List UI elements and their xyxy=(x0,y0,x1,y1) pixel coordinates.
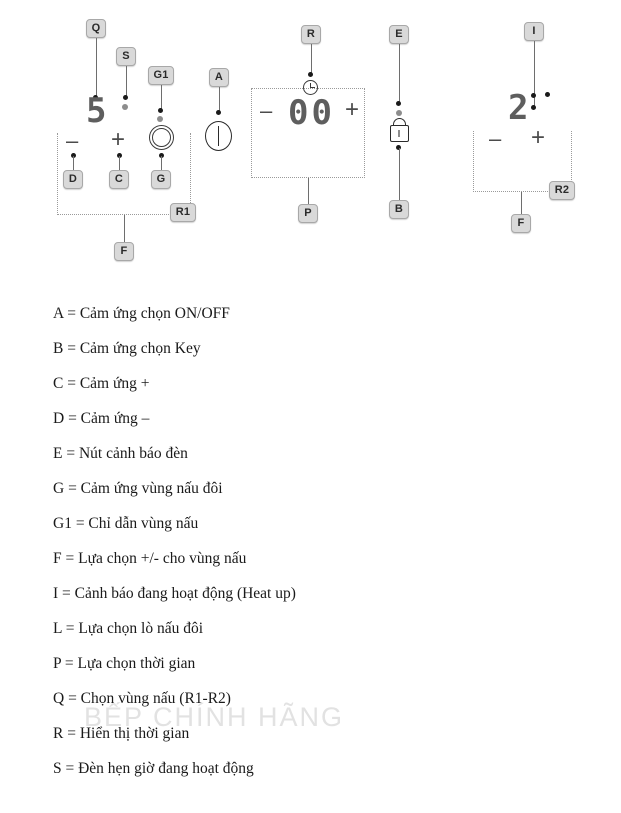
clock-icon xyxy=(303,80,318,95)
callout-badge-F-right: F xyxy=(511,214,531,233)
leader-dot-D xyxy=(71,153,76,158)
key-lock-warning-indicator-dot xyxy=(396,110,402,116)
legend-item-G: G = Cảm ứng vùng nấu đôi xyxy=(53,480,223,497)
legend-item-Q: Q = Chọn vùng nấu (R1-R2) xyxy=(53,690,231,707)
callout-badge-E: E xyxy=(389,25,409,44)
callout-badge-F-left: F xyxy=(114,242,134,261)
leader-line-S xyxy=(126,66,127,98)
callout-badge-R2: R2 xyxy=(549,181,575,200)
zone1-plus-glyph[interactable]: + xyxy=(111,126,126,153)
callout-badge-C: C xyxy=(109,170,129,189)
power-icon[interactable] xyxy=(205,121,232,151)
leader-line-R xyxy=(311,44,312,74)
leader-dot-E xyxy=(396,101,401,106)
legend-item-F: F = Lựa chọn +/- cho vùng nấu xyxy=(53,550,247,567)
timer-plus-glyph[interactable]: + xyxy=(345,96,360,123)
zone2-minus-glyph[interactable]: – xyxy=(489,126,502,151)
leader-dot-B xyxy=(396,145,401,150)
control-panel-diagram: Q S 5 G1 – + D C G R1 F A R 00 xyxy=(0,0,621,285)
legend-item-E: E = Nút cảnh báo đèn xyxy=(53,445,188,462)
callout-badge-I: I xyxy=(524,22,544,41)
legend-item-D: D = Cảm ứng – xyxy=(53,410,150,427)
zone1-minus-glyph[interactable]: – xyxy=(66,128,79,153)
leader-line-G1 xyxy=(161,85,162,110)
zone-group-box-R1 xyxy=(57,133,191,215)
heat-up-indicator-dot-upper xyxy=(531,93,536,98)
legend-item-I: I = Cảnh báo đang hoạt động (Heat up) xyxy=(53,585,296,602)
legend-item-G1: G1 = Chỉ dẫn vùng nấu xyxy=(53,515,199,532)
leader-line-B xyxy=(399,148,400,200)
leader-dot-A xyxy=(216,110,221,115)
leader-dot-Q xyxy=(93,95,98,100)
zone-group-box-R2 xyxy=(473,131,572,192)
leader-line-I xyxy=(534,41,535,107)
dual-zone-ring-inner-icon xyxy=(152,128,171,147)
legend-item-R: R = Hiển thị thời gian xyxy=(53,725,190,742)
zone2-level-display: 2 xyxy=(508,88,529,128)
clock-icon-hand-hour xyxy=(310,87,315,88)
zone1-level-display: 5 xyxy=(86,91,107,131)
leader-dot-R xyxy=(308,72,313,77)
callout-badge-G: G xyxy=(151,170,171,189)
legend-item-S: S = Đèn hẹn giờ đang hoạt động xyxy=(53,760,254,777)
lock-icon-shackle xyxy=(393,118,406,126)
legend-item-C: C = Cảm ứng + xyxy=(53,375,150,392)
zone2-plus-glyph[interactable]: + xyxy=(531,124,546,151)
heat-up-indicator-dot-right xyxy=(545,92,550,97)
callout-badge-A: A xyxy=(209,68,229,87)
callout-badge-Q: Q xyxy=(86,19,106,38)
timer-display: 00 xyxy=(288,93,335,133)
callout-badge-D: D xyxy=(63,170,83,189)
timer-active-indicator-dot xyxy=(122,104,128,110)
callout-badge-B: B xyxy=(389,200,409,219)
leader-line-P xyxy=(308,178,309,204)
leader-dot-C xyxy=(117,153,122,158)
leader-line-C xyxy=(119,156,120,170)
legend-item-L: L = Lựa chọn lò nấu đôi xyxy=(53,620,204,637)
leader-line-E xyxy=(399,44,400,103)
legend-item-B: B = Cảm ứng chọn Key xyxy=(53,340,201,357)
clock-icon-hand-minute xyxy=(310,83,311,88)
leader-line-F1 xyxy=(124,215,125,242)
leader-line-D xyxy=(73,156,74,170)
leader-line-G xyxy=(161,156,162,170)
timer-group-box-P xyxy=(251,88,365,178)
callout-badge-R: R xyxy=(301,25,321,44)
legend-list: A = Cảm ứng chọn ON/OFF B = Cảm ứng chọn… xyxy=(53,296,593,786)
leader-dot-G1 xyxy=(158,108,163,113)
callout-badge-S: S xyxy=(116,47,136,66)
leader-dot-I xyxy=(531,105,536,110)
callout-badge-G1: G1 xyxy=(148,66,174,85)
callout-badge-P: P xyxy=(298,204,318,223)
leader-dot-S xyxy=(123,95,128,100)
power-icon-bar xyxy=(218,126,220,146)
legend-item-A: A = Cảm ứng chọn ON/OFF xyxy=(53,305,230,322)
lock-icon-keyhole xyxy=(398,130,400,137)
leader-line-A xyxy=(219,87,220,112)
zone-indicator-dot xyxy=(157,116,163,122)
timer-minus-glyph[interactable]: – xyxy=(260,98,273,123)
legend-item-P: P = Lựa chọn thời gian xyxy=(53,655,196,672)
leader-line-F2 xyxy=(521,192,522,214)
dual-zone-ring-outer-icon[interactable] xyxy=(149,125,174,150)
callout-badge-R1: R1 xyxy=(170,203,196,222)
leader-line-Q xyxy=(96,38,97,98)
leader-dot-G xyxy=(159,153,164,158)
